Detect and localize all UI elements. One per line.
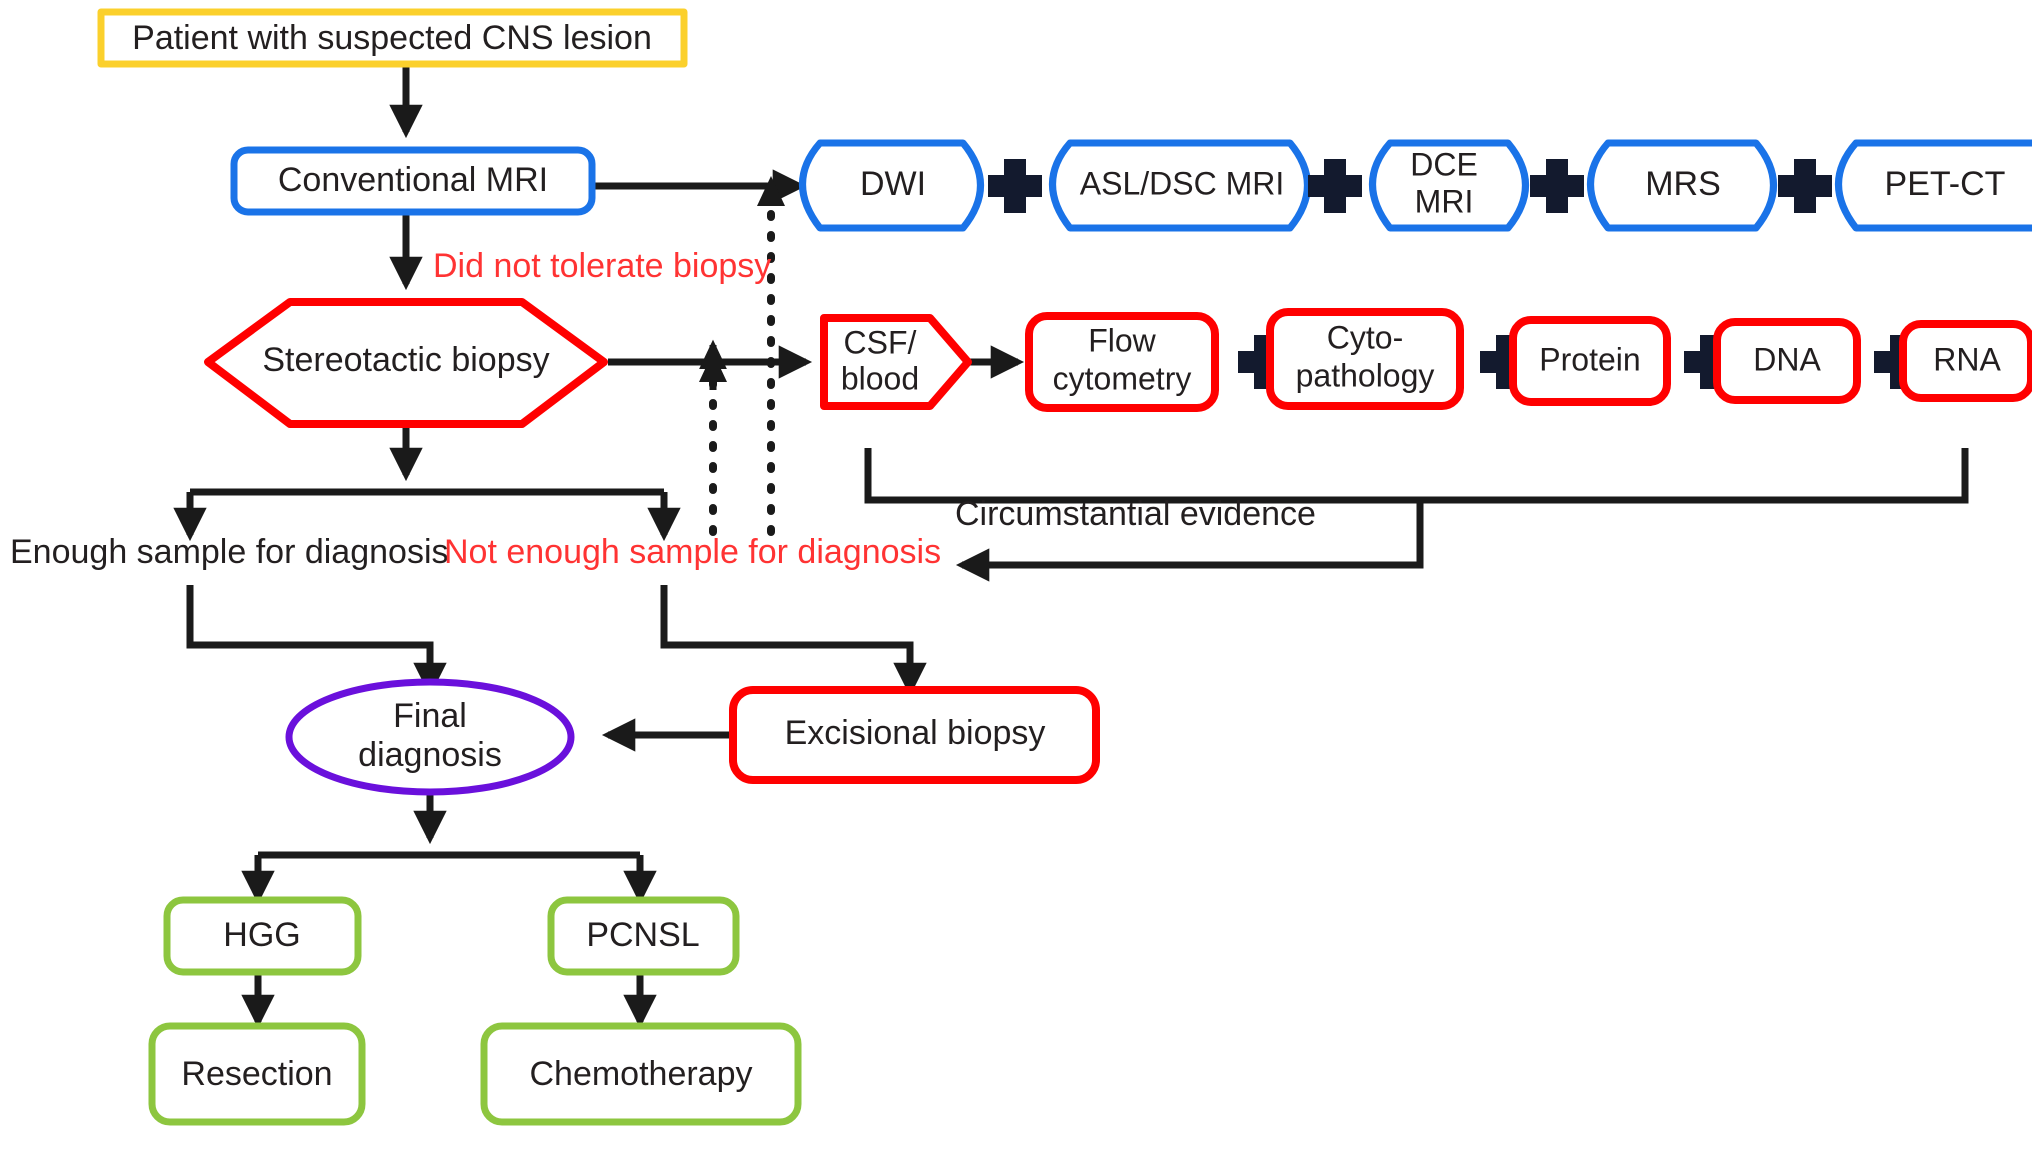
node-dce-mri-label-1: DCE: [1410, 146, 1478, 182]
node-mrs-label: MRS: [1645, 165, 1721, 203]
node-pcnsl-box[interactable]: [547, 896, 740, 976]
node-chemotherapy-label: Chemotherapy: [529, 1055, 752, 1093]
node-protein-label: Protein: [1539, 341, 1640, 377]
plus-icon-1: [988, 159, 1042, 213]
node-final-diagnosis-label-1: Final: [393, 697, 467, 735]
plus-icon-3: [1530, 159, 1584, 213]
node-flow-cytometry-box[interactable]: [1025, 312, 1219, 412]
node-asl-dsc-mri-label: ASL/DSC MRI: [1080, 165, 1284, 201]
node-stereotactic-biopsy-shape[interactable]: [204, 298, 608, 428]
node-rna-box[interactable]: [1899, 320, 2032, 402]
plus-icon-2: [1308, 159, 1362, 213]
label-enough-sample: Enough sample for diagnosis: [10, 533, 449, 571]
node-protein-box[interactable]: [1509, 316, 1671, 406]
node-pcnsl-label: PCNSL: [586, 916, 699, 954]
node-patient-box[interactable]: [97, 8, 688, 68]
dotted-arrowhead-mri: [757, 176, 785, 206]
node-chemotherapy-box[interactable]: [480, 1022, 802, 1126]
node-resection-box[interactable]: [148, 1022, 366, 1126]
node-patient-label: Patient with suspected CNS lesion: [132, 19, 652, 57]
node-dwi-label: DWI: [860, 165, 926, 203]
node-dce-mri-shape[interactable]: [1369, 139, 1529, 232]
label-not-enough-sample: Not enough sample for diagnosis: [444, 533, 941, 571]
node-excisional-biopsy-label: Excisional biopsy: [785, 714, 1046, 752]
node-hgg-label: HGG: [223, 916, 300, 954]
dotted-arrowhead-biopsy: [699, 352, 727, 382]
connector-circumstantial-evidence: [955, 500, 1424, 582]
node-conventional-mri-label: Conventional MRI: [278, 161, 548, 199]
node-flow-cytometry-label-2: cytometry: [1053, 360, 1192, 396]
node-pet-ct-shape[interactable]: [1835, 139, 2032, 232]
connector-enough-to-final: [186, 585, 447, 697]
node-pet-ct-label: PET-CT: [1885, 165, 2006, 203]
connector-lab-bracket: [864, 448, 1969, 504]
node-cytopathology-box[interactable]: [1266, 308, 1464, 410]
connector-notenough-to-excisional: [660, 585, 927, 697]
node-cytopathology-label-2: pathology: [1296, 357, 1435, 393]
label-did-not-tolerate-biopsy: Did not tolerate biopsy: [433, 247, 771, 285]
node-cytopathology-label-1: Cyto-: [1327, 319, 1403, 355]
node-final-diagnosis-shape[interactable]: [285, 678, 575, 796]
node-stereotactic-biopsy-label: Stereotactic biopsy: [262, 341, 549, 379]
node-csf-blood-shape[interactable]: [820, 314, 972, 410]
node-csf-blood-label-1: CSF/: [844, 324, 917, 360]
node-final-diagnosis-label-2: diagnosis: [358, 736, 502, 774]
node-flow-cytometry-label-1: Flow: [1088, 322, 1156, 358]
node-csf-blood-label-2: blood: [841, 360, 919, 396]
plus-icon-6: [1480, 335, 1534, 389]
node-excisional-biopsy-box[interactable]: [729, 686, 1100, 784]
plus-icon-5: [1238, 335, 1292, 389]
node-dwi-shape[interactable]: [799, 139, 984, 232]
node-asl-dsc-mri-shape[interactable]: [1049, 139, 1311, 232]
plus-icon-7: [1684, 335, 1738, 389]
node-mrs-shape[interactable]: [1587, 139, 1777, 232]
plus-icon-4: [1778, 159, 1832, 213]
node-rna-label: RNA: [1933, 341, 2001, 377]
node-dna-label: DNA: [1753, 341, 1821, 377]
node-conventional-mri-box[interactable]: [230, 146, 596, 216]
node-dce-mri-label-2: MRI: [1415, 183, 1474, 219]
node-hgg-box[interactable]: [163, 896, 362, 976]
label-circumstantial-evidence: Circumstantial evidence: [955, 495, 1316, 533]
node-resection-label: Resection: [181, 1055, 332, 1093]
node-dna-box[interactable]: [1713, 318, 1861, 404]
